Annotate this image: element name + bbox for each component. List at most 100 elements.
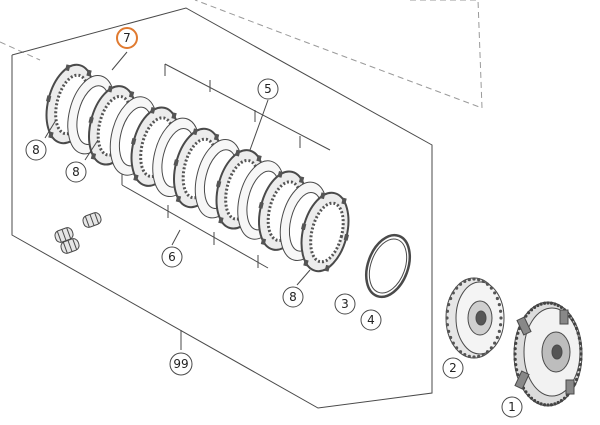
plate-tab: [324, 264, 330, 272]
gear-tooth: [542, 301, 547, 305]
gear-tooth: [489, 346, 493, 350]
gear-tooth: [577, 336, 581, 340]
plate-tab: [343, 233, 350, 241]
gear-tooth: [499, 316, 503, 320]
gear-tooth: [539, 402, 543, 406]
callout-8-middle-label: 8: [72, 165, 80, 179]
gear-tooth: [489, 286, 493, 290]
gear-tooth: [445, 316, 449, 320]
gear-tooth: [574, 377, 579, 382]
gear-tooth: [574, 326, 579, 331]
gear-tooth: [477, 354, 481, 359]
plate-tab: [298, 176, 305, 184]
gear-tooth: [579, 352, 583, 356]
callout-5: 5: [257, 78, 279, 100]
plate-tab: [320, 192, 326, 200]
plate-tab: [213, 133, 220, 141]
plate-tab: [130, 137, 137, 145]
gear-tooth: [562, 396, 567, 400]
gear-tooth: [516, 373, 520, 377]
gear-tooth: [463, 279, 467, 283]
hub-teeth: [445, 277, 503, 359]
spring-c: [60, 238, 80, 254]
gear-tooth: [451, 291, 455, 295]
callout-99: 99: [169, 352, 193, 376]
gear-tooth: [481, 279, 485, 283]
callout-6: 6: [161, 246, 183, 268]
callout-2-label: 2: [449, 361, 457, 375]
plate-tab: [90, 152, 97, 160]
gear-tooth: [495, 335, 499, 340]
outer-clutch-basket: [513, 301, 583, 407]
plate-tab: [277, 170, 283, 178]
gear-tooth: [573, 322, 577, 326]
gear-tooth: [576, 331, 580, 335]
plate-tab: [133, 174, 139, 182]
gear-tooth: [477, 277, 481, 282]
callout-4: 4: [360, 309, 382, 331]
gear-tooth: [524, 314, 528, 318]
gear-tooth: [529, 396, 534, 400]
gear-tooth: [472, 355, 476, 359]
callout-2: 2: [442, 357, 464, 379]
gear-tooth: [532, 398, 537, 403]
gear-tooth: [498, 323, 503, 327]
gear-tooth: [445, 323, 450, 327]
plate-tab: [171, 112, 177, 120]
inner-clutch-hub: [445, 277, 505, 359]
gear-tooth: [467, 354, 471, 359]
gear-tooth: [578, 363, 582, 367]
gear-tooth: [549, 403, 554, 407]
plate-tab: [260, 238, 267, 246]
gear-tooth: [553, 402, 557, 406]
gear-tooth: [513, 352, 517, 356]
retaining-rings: [365, 233, 411, 299]
gear-tooth: [542, 403, 547, 407]
plate-tab: [218, 216, 224, 224]
gear-tooth: [515, 336, 519, 340]
gear-tooth: [485, 282, 490, 286]
plate-tab: [303, 259, 309, 267]
gear-tooth: [497, 329, 501, 333]
gear-tooth: [539, 302, 543, 306]
plate-tab: [150, 106, 156, 114]
gear-tooth: [549, 301, 554, 305]
dashed-outline: [0, 0, 483, 109]
clutch-springs: [54, 212, 102, 254]
plate-tab: [258, 201, 264, 209]
plate-group-box-6: [121, 172, 269, 269]
gear-tooth: [497, 303, 501, 307]
plate-tab: [175, 195, 182, 203]
callout-8-left-label: 8: [32, 143, 40, 157]
gear-tooth: [546, 403, 550, 407]
gear-tooth: [556, 400, 560, 405]
gear-tooth: [458, 282, 463, 286]
gear-tooth: [493, 291, 497, 295]
plate-group-box-5: [164, 63, 331, 151]
plate-tab: [88, 116, 94, 124]
callout-7-label: 7: [123, 31, 131, 45]
callout-8-left: 8: [25, 139, 47, 161]
gear-tooth: [449, 335, 453, 340]
gear-tooth: [516, 331, 520, 335]
gear-tooth: [536, 400, 540, 405]
gear-tooth: [493, 341, 497, 345]
gear-tooth: [546, 301, 550, 305]
clutch-plate-stack: [45, 63, 350, 273]
gear-tooth: [495, 296, 499, 301]
gear-tooth: [455, 286, 459, 290]
gear-tooth: [514, 341, 518, 345]
gear-tooth: [576, 373, 580, 377]
callout-8-right-label: 8: [289, 290, 297, 304]
gear-tooth: [463, 353, 467, 357]
plate-tab: [215, 180, 222, 188]
callout-7: 7: [116, 27, 138, 49]
callout-8-right: 8: [282, 286, 304, 308]
callout-99-label: 99: [173, 357, 188, 371]
spring-a: [82, 212, 102, 228]
gear-tooth: [536, 303, 540, 308]
gear-tooth: [515, 368, 519, 372]
gear-tooth: [556, 303, 560, 308]
gear-tooth: [458, 350, 463, 354]
gear-tooth: [529, 308, 534, 312]
